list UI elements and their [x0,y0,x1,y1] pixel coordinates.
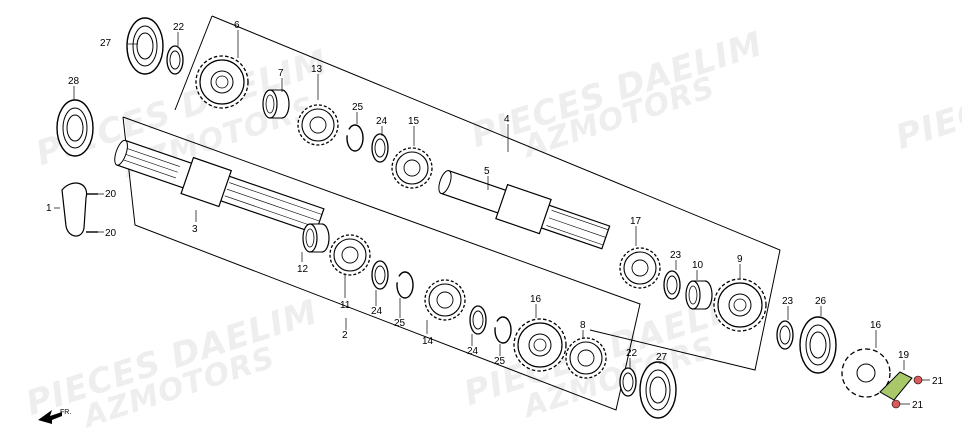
label-21-top: 21 [932,376,944,387]
label-24-mid: 24 [371,306,383,317]
bearing-27-top [126,17,164,75]
label-24-low: 24 [467,346,479,357]
label-27-low: 27 [656,352,668,363]
label-25-top: 25 [352,102,364,113]
label-10: 10 [692,260,704,271]
label-12: 12 [297,264,309,275]
bearing-28 [56,99,94,157]
label-6: 6 [234,20,240,31]
label-1: 1 [46,203,52,214]
washer-22-top [166,45,184,75]
bushing-10 [685,280,713,310]
bushing-7 [262,89,290,119]
label-20-top: 20 [105,189,117,200]
label-22-low: 22 [626,348,638,359]
diagram-canvas: 27 22 28 6 7 13 25 24 15 4 5 17 23 10 9 … [38,15,944,424]
label-27-top: 27 [100,38,112,49]
label-16-low: 16 [530,294,542,305]
label-17: 17 [630,216,642,227]
washer-24-top [371,133,389,163]
label-3: 3 [192,224,198,235]
label-9: 9 [737,254,743,265]
gear-9 [713,278,767,332]
gear-16-low [513,318,567,372]
gear-13 [297,104,339,146]
countershaft-assembly-outline [211,15,781,371]
clip-25-low [494,316,512,344]
mainshaft [114,139,325,235]
lock-plate-19 [879,371,913,401]
bracket-1 [61,182,98,237]
label-23-upper: 23 [670,250,682,261]
bolt-21-top [913,375,923,385]
label-28: 28 [68,76,80,87]
gear-17 [619,247,661,289]
label-16-sprocket: 16 [870,320,882,331]
washer-23-right [776,320,794,350]
label-4: 4 [504,114,510,125]
sprocket-16 [841,348,891,398]
gear-8 [565,337,607,379]
label-8: 8 [580,320,586,331]
leader-lines [54,30,930,405]
gear-15 [391,147,433,189]
label-11: 11 [340,300,351,311]
bearing-26 [799,316,837,374]
washer-22-low [619,367,637,397]
label-7: 7 [278,68,284,79]
label-26: 26 [815,296,827,307]
direction-label: FR. [60,409,71,416]
washer-24-low [469,305,487,335]
label-25-low: 25 [494,356,506,367]
label-22-top: 22 [173,22,185,33]
label-14: 14 [422,336,434,347]
label-2: 2 [342,330,348,341]
gear-14 [424,279,466,321]
label-15: 15 [408,116,420,127]
label-13: 13 [311,64,323,75]
label-21-bottom: 21 [912,400,924,411]
label-25-mid: 25 [394,318,406,329]
gear-6 [195,55,249,109]
washer-24-mid [371,260,389,290]
clip-25-top [346,124,364,152]
bolt-21-bottom [891,399,901,409]
label-5: 5 [484,166,490,177]
label-19: 19 [898,350,910,361]
bearing-27-low [639,361,677,419]
washer-23-upper [663,270,681,300]
clip-25-mid [396,271,414,299]
front-direction-arrow-icon [38,410,62,424]
exploded-parts-diagram: PIECES DAELIM AZMOTORS PIECES DAELIM AZM… [21,15,962,435]
mainshaft-assembly-outline [122,116,641,411]
label-20-bottom: 20 [105,228,117,239]
gear-11 [329,234,371,276]
label-24-top: 24 [376,116,388,127]
countershaft [438,169,611,250]
label-23-right: 23 [782,296,794,307]
bushing-12 [302,223,330,253]
